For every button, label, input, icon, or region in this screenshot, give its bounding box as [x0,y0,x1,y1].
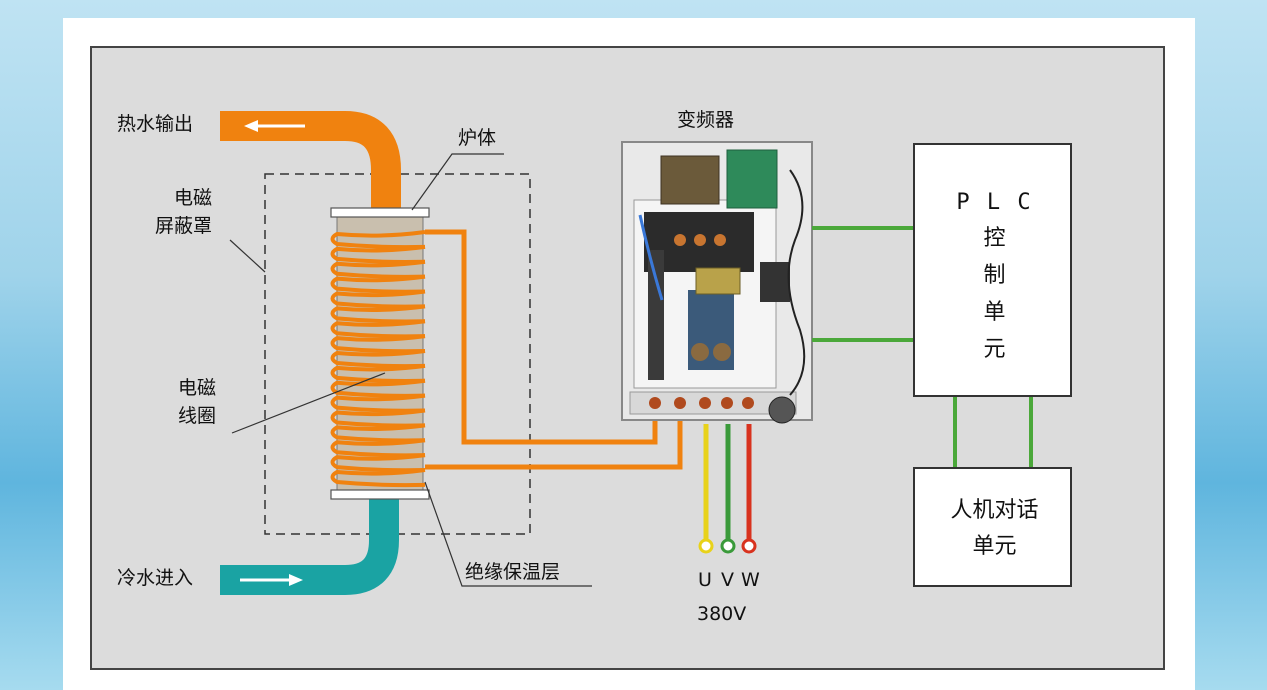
furnace-top-flange [330,207,430,218]
label-hot-water-out: 热水输出 [117,113,194,135]
label-furnace-body: 炉体 [458,127,497,149]
em-coil [330,230,426,488]
coil-turn [330,289,426,309]
plc-text-3: 单 [983,300,1006,325]
coil-turn [330,304,426,324]
coil-turn [330,334,426,354]
power-board [660,155,720,205]
label-insulation: 绝缘保温层 [465,561,561,583]
terminal-b [674,397,686,409]
hmi-unit: 人机对话 单元 [913,467,1072,587]
label-shield-1: 电磁 [174,187,213,209]
terminal-a [649,397,661,409]
leader-coil [231,372,386,434]
label-coil-2: 线圈 [178,405,217,427]
coil-lead-bottom [425,418,683,470]
phase-v-terminal [720,538,736,554]
coil-turn [330,453,426,473]
label-phase-w: W [741,569,760,591]
small-board [695,267,741,295]
fan-connector [768,396,796,424]
leader-shield [229,239,266,273]
furnace-bottom-flange [330,489,430,500]
plc-text-4: 元 [983,337,1006,362]
hot-water-arrow [244,120,305,132]
coil-turn [330,468,426,488]
inverter-wiring [787,169,806,396]
label-voltage: 380V [697,603,747,625]
cold-water-pipe [220,496,399,595]
hmi-text-1: 人机对话 [950,498,1039,523]
control-board [726,149,778,209]
phase-w-terminal [741,538,757,554]
label-inverter: 变频器 [677,109,735,131]
coil-turn [330,423,426,443]
plc-text-2: 制 [983,263,1006,288]
coil-turn [330,274,426,294]
coil-turn [330,438,426,458]
label-phase-v: V [721,569,734,591]
terminal-d [721,397,733,409]
phase-u-terminal [698,538,714,554]
coil-turn [330,319,426,339]
label-cold-water-in: 冷水进入 [117,567,194,589]
cap-2 [713,343,731,361]
leader-insulation [424,481,592,587]
label-phase-u: U [698,569,712,591]
coil-turn [330,378,426,398]
terminal-e [742,397,754,409]
relay-unit [760,262,790,302]
terminal-1 [674,234,686,246]
terminal-c [699,397,711,409]
blue-wire [638,214,664,301]
leader-furnace [411,153,504,211]
terminal-strip [629,391,797,415]
terminal-2 [694,234,706,246]
coil-turn [330,349,426,369]
label-coil-1: 电磁 [178,377,217,399]
coil-turn [330,363,426,383]
terminal-3 [714,234,726,246]
coil-turn [330,259,426,279]
plc-text-1: 控 [983,226,1006,251]
hmi-text-2: 单元 [972,534,1017,559]
coil-turn [330,393,426,413]
cap-1 [691,343,709,361]
coil-turn [330,408,426,428]
cold-water-arrow [240,574,303,586]
plc-letters: P L C [956,190,1033,215]
coil-turn [330,244,426,264]
coil-lead-top [425,229,658,445]
label-shield-2: 屏蔽罩 [155,215,213,237]
busbar-left [648,250,664,380]
coil-turn [330,230,426,250]
hot-water-pipe [220,111,401,212]
plc-control-unit: P L C 控 制 单 元 [913,143,1072,397]
